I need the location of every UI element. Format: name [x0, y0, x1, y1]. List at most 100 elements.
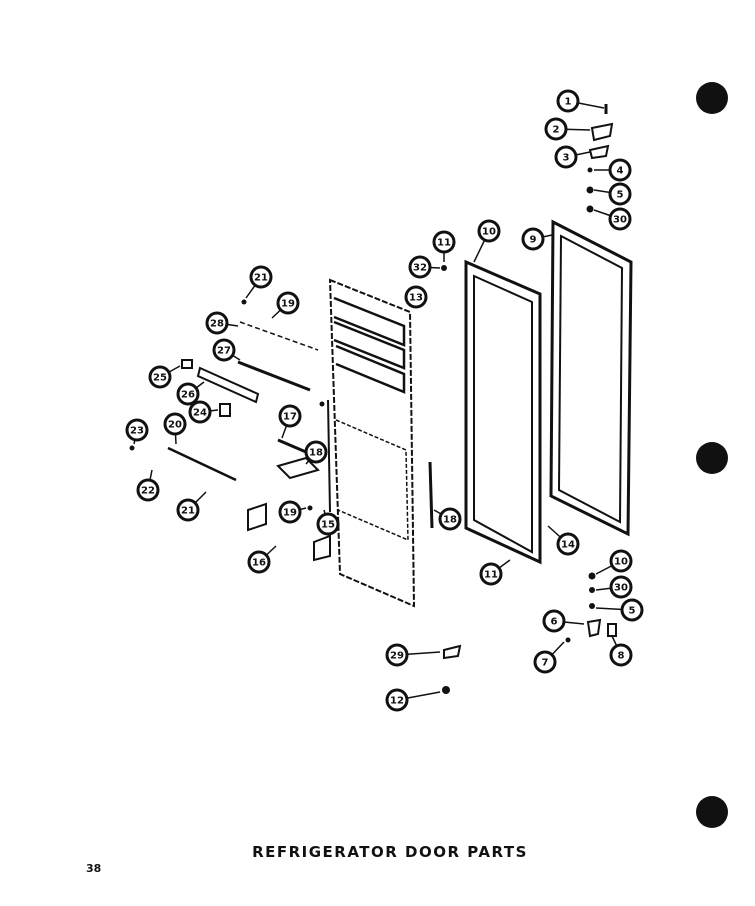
bracket-17: [219, 403, 231, 417]
liner-shelf-3: [335, 344, 406, 394]
liner-shelf-1: [333, 296, 406, 347]
binder-hole-bottom: [696, 796, 728, 828]
callout-bubble-7: [533, 650, 557, 674]
callout-label-4: 4: [617, 166, 624, 177]
callout-label-17: 17: [283, 412, 297, 423]
callout-bubble-30: [608, 207, 632, 231]
callout-bubble-4: [608, 158, 632, 182]
callout-bubble-24: [188, 400, 212, 424]
callout-label-21: 21: [254, 273, 268, 284]
door-liner: [328, 278, 416, 608]
callout-bubble-18: [304, 440, 328, 464]
callout-label-23: 23: [130, 426, 144, 437]
callout-bubble-11: [479, 562, 503, 586]
callout-label-16: 16: [252, 558, 266, 569]
clip-25: [181, 359, 193, 369]
callout-label-22: 22: [141, 486, 155, 497]
shelf-bar-22: [167, 446, 237, 482]
cam-12: [443, 644, 462, 660]
binder-hole-top: [696, 82, 728, 114]
callout-bubble-26: [176, 382, 200, 406]
bracket-18-lower: [247, 502, 267, 532]
screw-21-top: [241, 299, 247, 305]
diagram-caption: REFRIGERATOR DOOR PARTS: [252, 843, 528, 861]
callout-bubble-27: [212, 338, 236, 362]
callout-label-2: 2: [553, 125, 560, 136]
callout-bubble-23: [125, 418, 149, 442]
callout-bubble-20: [163, 412, 187, 436]
callout-label-27: 27: [217, 346, 231, 357]
callout-label-21: 21: [181, 506, 195, 517]
plate-29: [607, 623, 617, 637]
page-number: 38: [86, 862, 102, 875]
callout-label-28: 28: [210, 319, 224, 330]
callout-bubble-25: [148, 365, 172, 389]
screw-32: [441, 265, 447, 271]
rod-18-upper: [277, 438, 307, 454]
callout-bubble-19: [276, 291, 300, 315]
screw-24: [319, 401, 325, 407]
hinge-2: [590, 122, 614, 142]
breaker-strip: [428, 461, 434, 529]
callout-label-15: 15: [321, 520, 335, 531]
door-outer-panel-inner: [557, 234, 624, 524]
callout-label-25: 25: [153, 373, 167, 384]
screw-8: [565, 637, 571, 643]
shelf-bar-27: [237, 360, 311, 392]
callout-bubble-21: [176, 498, 200, 522]
callout-label-5: 5: [629, 606, 636, 617]
callout-label-7: 7: [542, 658, 549, 669]
plate-23: [276, 456, 320, 480]
callout-bubble-3: [554, 145, 578, 169]
callout-bubble-16: [247, 550, 271, 574]
callout-label-1: 1: [565, 97, 572, 108]
callout-label-14: 14: [561, 540, 575, 551]
callout-label-19: 19: [283, 508, 297, 519]
screw-5-bottom: [589, 587, 595, 593]
callout-label-18: 18: [309, 448, 323, 459]
callout-label-3: 3: [563, 153, 570, 164]
callout-label-20: 20: [168, 420, 182, 431]
hinge-7: [586, 618, 602, 638]
callout-label-24: 24: [193, 408, 207, 419]
callout-bubble-30: [609, 575, 633, 599]
shelf-rail-19-top: [239, 321, 319, 351]
callout-bubble-21: [249, 265, 273, 289]
callout-label-6: 6: [551, 617, 558, 628]
callout-label-13: 13: [409, 293, 423, 304]
callout-label-10: 10: [482, 227, 496, 238]
screw-31: [442, 686, 450, 694]
callout-bubble-12: [385, 688, 409, 712]
callout-bubble-18: [438, 507, 462, 531]
callout-bubble-10: [477, 219, 501, 243]
callout-label-26: 26: [181, 390, 195, 401]
screw-5: [586, 186, 594, 194]
door-gasket: [464, 259, 542, 565]
liner-shelf-2: [333, 320, 406, 370]
callout-bubble-29: [385, 643, 409, 667]
callout-label-11: 11: [437, 238, 451, 249]
callout-bubble-6: [542, 609, 566, 633]
callout-bubble-32: [408, 255, 432, 279]
callout-label-12: 12: [390, 696, 404, 707]
bracket-18-right: [313, 534, 331, 562]
callout-bubble-11: [432, 230, 456, 254]
callout-label-19: 19: [281, 299, 295, 310]
callout-bubble-5: [620, 598, 644, 622]
hinge-plate-3: [588, 144, 610, 160]
callout-bubble-5: [608, 182, 632, 206]
callout-bubble-1: [556, 89, 580, 113]
callout-bubble-9: [521, 227, 545, 251]
door-gasket-inner: [473, 274, 533, 554]
callout-bubble-13: [404, 285, 428, 309]
callout-label-30: 30: [613, 215, 627, 226]
bushing-30-bottom: [588, 572, 596, 580]
callout-bubble-8: [609, 643, 633, 667]
binder-hole-middle: [696, 442, 728, 474]
screw-20: [129, 445, 135, 451]
callout-label-29: 29: [390, 651, 404, 662]
callout-label-18: 18: [443, 515, 457, 526]
callout-bubble-2: [544, 117, 568, 141]
